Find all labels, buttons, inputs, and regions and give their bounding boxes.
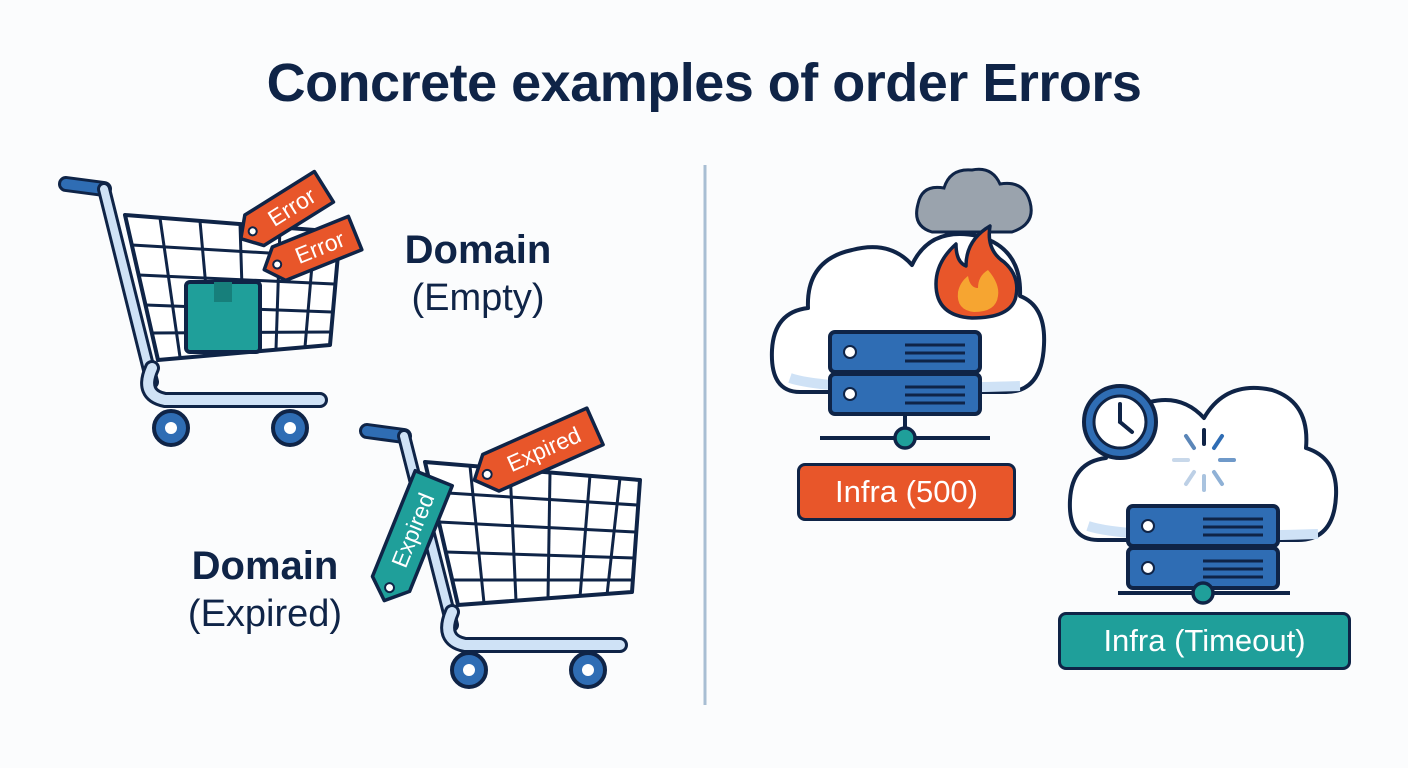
cloud-server-timeout-icon	[1067, 384, 1339, 605]
infra-500-badge: Infra (500)	[797, 463, 1016, 521]
domain-expired-sublabel: (Expired)	[187, 593, 343, 635]
infra-timeout-badge: Infra (Timeout)	[1058, 612, 1351, 670]
shopping-cart-icon-expired: Expired Expired	[359, 406, 642, 689]
page-title: Concrete examples of order Errors	[266, 53, 1142, 113]
domain-expired-label: Domain	[191, 544, 339, 588]
domain-empty-label: Domain	[404, 228, 552, 272]
domain-empty-sublabel: (Empty)	[411, 277, 545, 319]
domain-expired-caption: Domain (Expired)	[160, 542, 370, 638]
shopping-cart-icon-empty: Error Error	[58, 169, 364, 447]
domain-empty-caption: Domain (Empty)	[378, 226, 578, 322]
loading-spinner-icon	[1172, 428, 1236, 492]
clock-icon	[1082, 384, 1158, 460]
cloud-server-fire-icon	[769, 167, 1047, 450]
smoke-icon	[915, 167, 1033, 234]
